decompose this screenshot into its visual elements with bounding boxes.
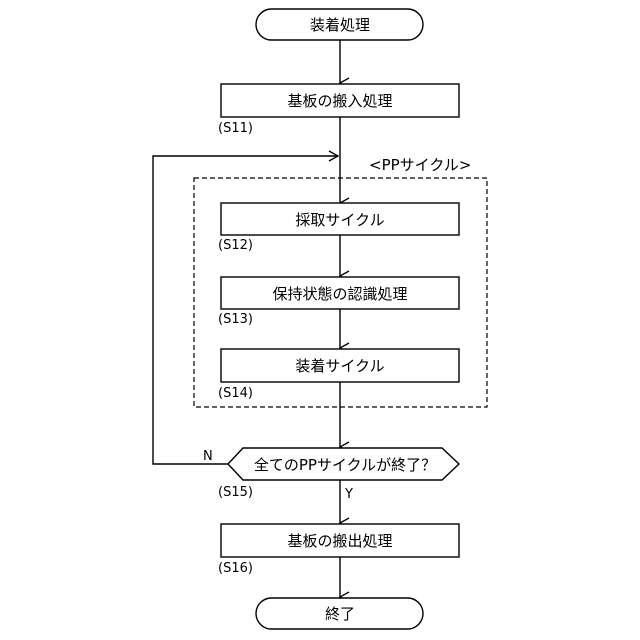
end-label: 終了 [325, 605, 355, 623]
s11-label: 基板の搬入処理 [287, 92, 392, 110]
s12-step-number: (S12) [218, 238, 253, 253]
s14-label: 装着サイクル [295, 357, 384, 375]
s16-label: 基板の搬出処理 [287, 532, 392, 550]
s11-step-number: (S11) [218, 121, 253, 136]
pp-cycle-group-label: <PPサイクル> [369, 156, 471, 174]
s15-label: 全てのPPサイクルが終了？ [254, 456, 436, 474]
s13-step-number: (S13) [218, 312, 253, 327]
s14-step-number: (S14) [218, 386, 253, 401]
s16-step-number: (S16) [218, 561, 253, 576]
loop-back-line [153, 156, 338, 464]
s12-label: 採取サイクル [295, 211, 384, 229]
s15-step-number: (S15) [218, 485, 253, 500]
start-label: 装着処理 [310, 16, 370, 34]
branch-no-label: N [203, 449, 213, 464]
s13-label: 保持状態の認識処理 [272, 285, 407, 303]
branch-yes-label: Y [344, 487, 353, 502]
